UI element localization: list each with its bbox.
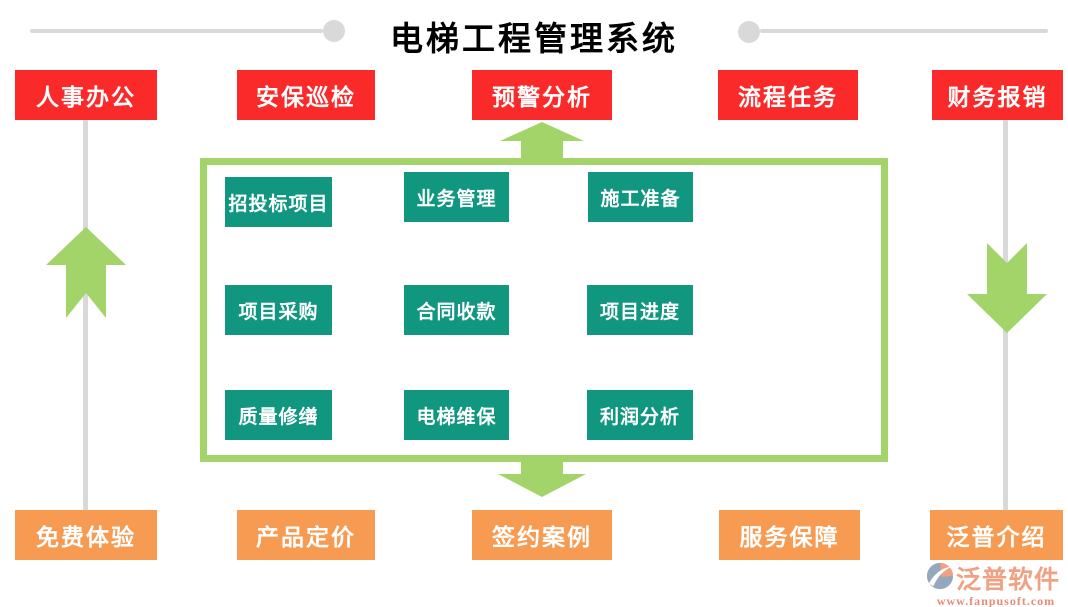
nav-fanpu-introduction[interactable]: 泛普介绍 [930, 510, 1063, 560]
nav-service-guarantee[interactable]: 服务保障 [719, 510, 860, 560]
nav-process-tasks[interactable]: 流程任务 [718, 70, 858, 120]
up-arrow-icon [46, 227, 126, 318]
nav-warning-analysis[interactable]: 预警分析 [472, 70, 612, 120]
nav-signed-cases[interactable]: 签约案例 [472, 510, 612, 560]
decor-line-left [30, 29, 323, 33]
fanpu-logo: 泛普软件 www.fanpusoft.com [926, 560, 1066, 607]
down-arrow-icon [967, 243, 1047, 333]
module-quality-repair[interactable]: 质量修缮 [225, 390, 332, 440]
module-business-management[interactable]: 业务管理 [404, 172, 509, 222]
module-contract-collection[interactable]: 合同收款 [404, 285, 509, 335]
decor-line-right [760, 29, 1048, 33]
nav-finance-reimbursement[interactable]: 财务报销 [932, 70, 1063, 120]
nav-free-trial[interactable]: 免费体验 [15, 510, 157, 560]
decor-dot-right [738, 21, 760, 43]
module-bidding-project[interactable]: 招投标项目 [225, 177, 332, 227]
module-project-procurement[interactable]: 项目采购 [225, 285, 332, 335]
nav-security-patrol[interactable]: 安保巡检 [237, 70, 375, 120]
logo-url: www.fanpusoft.com [936, 594, 1056, 607]
nav-hr-office[interactable]: 人事办公 [15, 70, 157, 120]
box-down-arrow-icon [498, 458, 586, 497]
module-elevator-maintenance[interactable]: 电梯维保 [404, 390, 509, 440]
box-up-arrow-icon [500, 122, 584, 162]
module-project-progress[interactable]: 项目进度 [587, 285, 693, 335]
logo-name: 泛普软件 [956, 565, 1061, 594]
decor-dot-left [323, 20, 345, 42]
module-construction-preparation[interactable]: 施工准备 [588, 172, 693, 222]
fanpu-logo-icon [926, 562, 954, 594]
page-title: 电梯工程管理系统 [390, 19, 678, 58]
left-connector-line [83, 120, 88, 510]
module-profit-analysis[interactable]: 利润分析 [587, 390, 693, 440]
nav-product-pricing[interactable]: 产品定价 [237, 510, 375, 560]
